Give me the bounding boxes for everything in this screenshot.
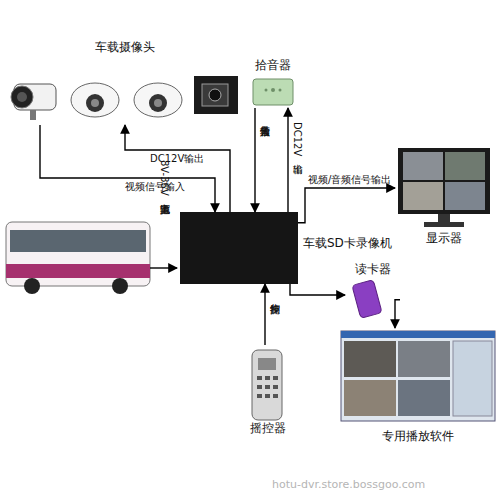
remote-button (257, 376, 262, 380)
remote-button (265, 394, 270, 398)
mic-hole (265, 89, 268, 92)
signal-label: 视频/音频信号输出 (308, 174, 391, 186)
recorder-box: 车载SD卡录像机 (180, 212, 298, 284)
camera-lens (17, 92, 27, 102)
dome-lens (86, 94, 104, 112)
monitor-frame (398, 148, 490, 214)
remote-pad (258, 358, 276, 370)
signal-wire (290, 284, 345, 295)
reader-body (352, 280, 382, 319)
signal-label: DC12V输出 (150, 153, 204, 165)
dome-lens-center (154, 99, 162, 107)
microphone (253, 79, 293, 105)
remote-button (257, 394, 262, 398)
mic-body (253, 79, 293, 105)
dome-shell (134, 83, 182, 117)
remote-button (273, 394, 278, 398)
video-pane (344, 380, 396, 416)
signal-wire (287, 108, 288, 212)
monitor-pane (403, 152, 443, 180)
signal-wire (395, 300, 400, 328)
bus-body (6, 222, 150, 286)
remote-button (273, 376, 278, 380)
video-pane (398, 341, 450, 377)
node-label: 车载摄像头 (5, 40, 245, 54)
node-label: 专用播放软件 (338, 429, 498, 443)
monitor-pane (445, 152, 485, 180)
dome-shell (71, 83, 119, 117)
remote-button (273, 385, 278, 389)
control-panel (453, 341, 492, 416)
bus-stripe (6, 264, 150, 278)
monitor-pane (445, 182, 485, 210)
box-camera (194, 76, 238, 114)
software-window (341, 331, 495, 421)
node-label: 摇控器 (240, 421, 295, 435)
bus-wheel (24, 278, 40, 294)
monitor-neck (438, 214, 450, 222)
signal-wire (254, 108, 255, 212)
monitor-node: 显示器 (395, 145, 492, 245)
camera-lens-window (202, 84, 228, 106)
camera-group: 车载摄像头 (5, 40, 245, 125)
remote-button (257, 385, 262, 389)
camera-ring (11, 86, 33, 108)
mic-hole (279, 89, 282, 92)
remote-button (265, 376, 270, 380)
monitor-pane (403, 182, 443, 210)
mic-hole (271, 88, 275, 92)
remote-node: 摇控器 (240, 345, 295, 435)
window-frame (341, 331, 495, 421)
monitor-base (424, 222, 464, 227)
signal-wire (40, 125, 215, 212)
signal-wire (264, 284, 265, 345)
node-label: 拾音器 (245, 58, 300, 72)
signal-label: DC12V输出 (291, 122, 303, 156)
dome-lens (149, 94, 167, 112)
camera-lens (209, 89, 221, 101)
power-wire (150, 267, 177, 268)
software-node: 专用播放软件 (338, 328, 498, 443)
card-reader (352, 280, 382, 319)
dome-camera (71, 83, 119, 117)
window-titlebar (341, 331, 495, 338)
dome-camera (134, 83, 182, 117)
card-reader-node: 读卡器 (345, 262, 400, 322)
watermark: hotu-dvr.store.bossgoo.com (272, 478, 425, 491)
signal-wire (125, 125, 230, 212)
node-label: 车载SD卡录像机 (303, 236, 392, 250)
node-label: 显示器 (395, 231, 492, 245)
bus (6, 222, 150, 294)
camera-body (194, 76, 238, 114)
monitor (398, 148, 490, 227)
camera-mount (30, 110, 36, 120)
signal-wire (298, 188, 395, 223)
bus-windows (10, 230, 146, 252)
dome-lens-center (91, 99, 99, 107)
power-input-label: 8V-36V宽电源输入 (157, 160, 171, 196)
video-pane (344, 341, 396, 377)
remote-control (252, 350, 282, 420)
node-label: 读卡器 (345, 262, 400, 276)
remote-button (265, 385, 270, 389)
bus-wheel (112, 278, 128, 294)
video-pane (398, 380, 450, 416)
signal-label: 视频信号输入 (125, 181, 185, 193)
bullet-camera (11, 84, 56, 120)
remote-body (252, 350, 282, 420)
microphone-node: 拾音器 (245, 58, 300, 108)
